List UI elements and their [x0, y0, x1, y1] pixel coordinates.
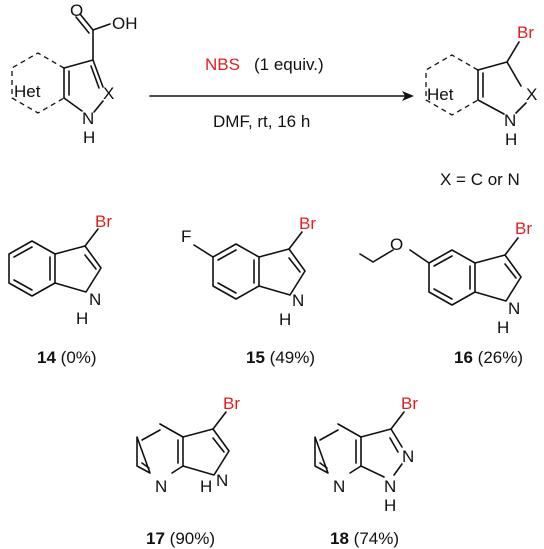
compound-number: 18 [330, 529, 349, 548]
compound-17: N Br N H 17 (90%) [136, 394, 240, 548]
nh-nitrogen: N [89, 290, 101, 309]
nh-nitrogen: N [216, 471, 228, 490]
starting-material: Het O OH X N H [11, 1, 138, 147]
compound-caption: 14 (0%) [37, 348, 97, 367]
bromine: Br [401, 394, 418, 413]
nh-hydrogen: H [279, 310, 291, 329]
compound-18: N Br N N H 18 (74%) [314, 394, 418, 548]
product: Het Br X N H [425, 23, 537, 149]
carboxyl-oxygen: O [70, 1, 83, 20]
bromine: Br [517, 23, 534, 42]
nh-hydrogen: H [200, 477, 212, 496]
reaction-conditions: DMF, rt, 16 h [213, 112, 310, 131]
x-atom: X [526, 85, 537, 104]
methoxy-oxygen: O [390, 235, 403, 254]
x-atom: X [103, 84, 114, 103]
compound-yield: (90%) [170, 529, 215, 548]
compound-number: 15 [246, 348, 265, 367]
compound-caption: 18 (74%) [330, 529, 399, 548]
bromine: Br [223, 394, 240, 413]
nh-hydrogen: H [83, 128, 95, 147]
nh-nitrogen: N [508, 299, 520, 318]
het-ring-dashed [11, 52, 65, 114]
ring-label-het: Het [14, 82, 41, 101]
compound-yield: (0%) [61, 348, 97, 367]
compound-number: 17 [146, 529, 165, 548]
reagent-nbs: NBS [205, 55, 240, 74]
nh-hydrogen: H [76, 309, 88, 328]
substituent-note: X = C or N [440, 170, 520, 189]
compound-15: F Br N H 15 (49%) [181, 214, 316, 367]
compound-number: 14 [37, 348, 56, 367]
compound-caption: 15 (49%) [246, 348, 315, 367]
bromine: Br [515, 219, 532, 238]
reaction-arrow: NBS (1 equiv.) DMF, rt, 16 h [149, 55, 414, 131]
fluorine: F [181, 227, 191, 246]
reagent-amount: (1 equiv.) [254, 55, 324, 74]
nh-nitrogen: N [504, 111, 516, 130]
compound-caption: 17 (90%) [146, 529, 215, 548]
compound-number: 16 [454, 348, 473, 367]
compound-yield: (74%) [354, 529, 399, 548]
bromine: Br [299, 214, 316, 233]
nh-nitrogen: N [82, 109, 94, 128]
pyridine-nitrogen: N [333, 477, 345, 496]
compound-16: O Br N H 16 (26%) [359, 219, 532, 367]
bromine: Br [95, 212, 112, 231]
compound-yield: (49%) [270, 348, 315, 367]
pyrazole-nitrogen: N [402, 447, 414, 466]
nh-nitrogen: N [384, 477, 396, 496]
compound-caption: 16 (26%) [454, 348, 523, 367]
carboxyl-hydroxyl: OH [112, 14, 138, 33]
pyridine-nitrogen: N [155, 477, 167, 496]
compound-14: Br N H 14 (0%) [8, 212, 112, 367]
het-ring-dashed [425, 54, 479, 116]
ring-label-het: Het [427, 85, 454, 104]
nh-nitrogen: N [292, 291, 304, 310]
nh-hydrogen: H [505, 130, 517, 149]
compound-yield: (26%) [478, 348, 523, 367]
nh-hydrogen: H [497, 318, 509, 337]
nh-hydrogen: H [384, 496, 396, 515]
